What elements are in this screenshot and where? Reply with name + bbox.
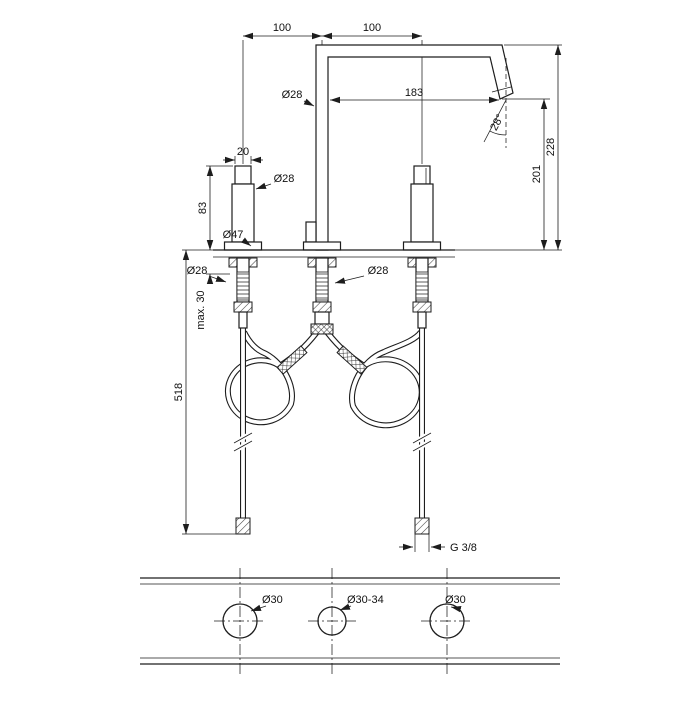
dim-spout-angle-label: 28°	[488, 112, 506, 132]
dim-total-height-label: 228	[545, 138, 557, 156]
dim-supply-thread-label: G 3/8	[450, 542, 477, 554]
dim-escutcheon-diameter-label: Ø47	[223, 229, 244, 241]
dim-spout: Ø28 183 28° 201 228	[282, 44, 562, 251]
left-supply-connector	[235, 517, 251, 535]
dim-handle-top-label: 20	[237, 146, 249, 158]
spout-escutcheon	[302, 241, 342, 251]
dim-spacing-right-label: 100	[363, 22, 381, 34]
dim-hole-left-label: Ø30	[262, 594, 283, 606]
right-handle-escutcheon	[402, 241, 442, 251]
dim-max-counter-label: max. 30	[195, 290, 207, 329]
right-valve	[407, 257, 437, 329]
left-valve	[228, 257, 258, 329]
dim-spout-reach-label: 183	[405, 87, 423, 99]
plan-view: Ø30 Ø30-34 Ø30	[140, 568, 560, 674]
countertop-section	[213, 249, 455, 258]
dim-outlet-height-label: 201	[531, 165, 543, 183]
dim-spacing-left-label: 100	[273, 22, 291, 34]
center-tee	[307, 257, 337, 335]
hole-center	[317, 606, 347, 636]
dim-underdeck: Ø28 Ø28 max. 30 518 G 3/8	[173, 240, 477, 554]
dim-center-shank-label: Ø28	[368, 265, 389, 277]
underdeck-fixtures	[228, 257, 437, 335]
dim-spout-diameter-label: Ø28	[282, 89, 303, 101]
dim-left-shank-label: Ø28	[187, 265, 208, 277]
right-handle	[402, 165, 442, 251]
spout-body	[315, 44, 514, 251]
flex-hoses	[224, 328, 433, 535]
left-handle: 20 Ø28 83 Ø47	[197, 146, 295, 251]
braid-sleeve-left	[276, 345, 308, 375]
braid-sleeve-right	[336, 345, 368, 375]
hole-left	[222, 603, 258, 639]
dim-hole-right-label: Ø30	[445, 594, 466, 606]
right-handle-body	[410, 183, 434, 243]
left-handle-escutcheon	[223, 241, 263, 251]
aerator-line	[491, 86, 512, 93]
popup-rod	[305, 221, 317, 243]
right-handle-pin	[413, 165, 431, 185]
dim-handle-height-label: 83	[197, 202, 209, 214]
hose-break-marks	[232, 430, 433, 454]
spout	[302, 44, 514, 251]
dim-hole-spacing: 100 100	[242, 22, 423, 164]
plan-dim-labels: Ø30 Ø30-34 Ø30	[250, 594, 466, 613]
dim-hose-length-label: 518	[173, 383, 185, 401]
right-supply-connector	[414, 517, 430, 535]
front-view: 100 100 Ø28 183 28° 201	[173, 22, 562, 554]
hole-right	[429, 603, 465, 639]
dim-handle-diameter-label: Ø28	[274, 173, 295, 185]
dim-hole-center-label: Ø30-34	[347, 594, 384, 606]
left-handle-pin	[234, 165, 252, 185]
